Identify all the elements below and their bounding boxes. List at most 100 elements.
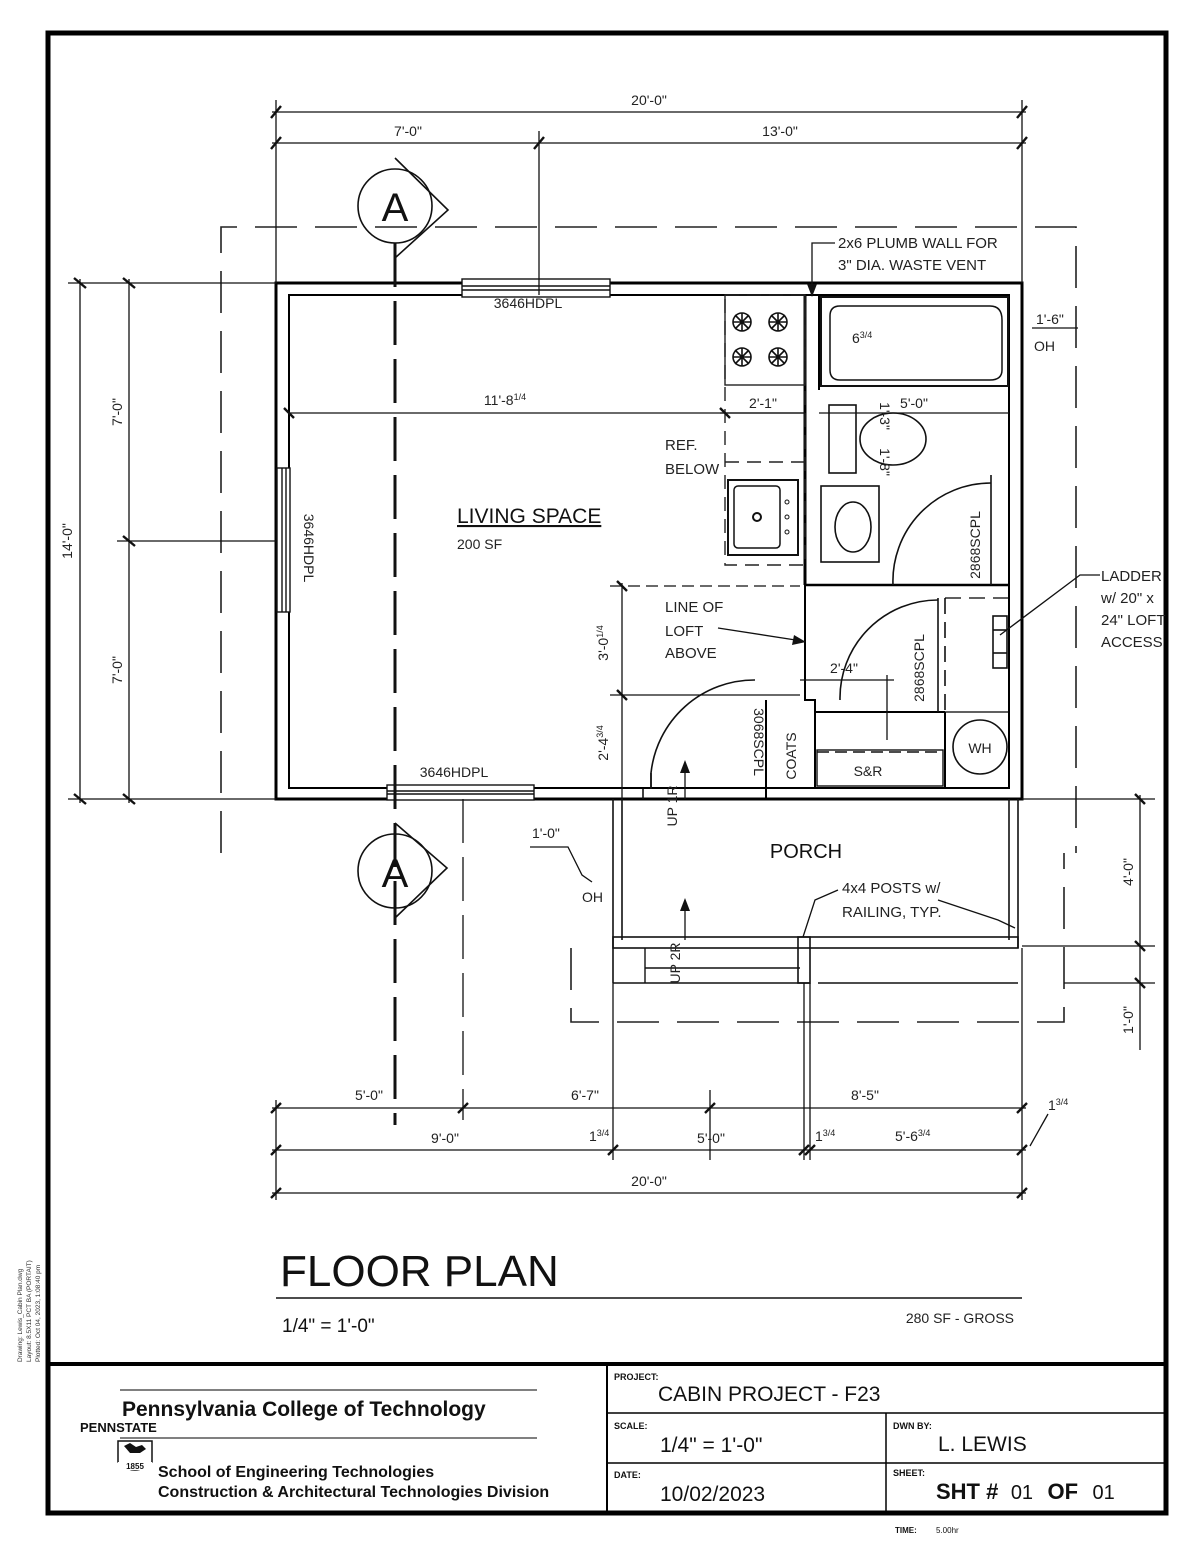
dim-bottom-a1: 5'-0" (355, 1087, 383, 1103)
svg-text:5.00hr: 5.00hr (936, 1526, 959, 1535)
arrowheads (680, 284, 817, 911)
file-info-3: Plotted: Oct 04, 2023, 1:08:40 pm (35, 1265, 42, 1362)
window-bottom-label: 3646HDPL (420, 764, 489, 780)
dim-bottom-a2: 6'-7" (571, 1087, 599, 1103)
label-up-2r: UP 2R (667, 943, 683, 984)
note-ladder-1: LADDER (1101, 568, 1162, 585)
porch-outline (612, 789, 1019, 984)
label-loft-2: LOFT (665, 623, 703, 640)
dim-loft-lower: 2'-43/4 (595, 725, 611, 760)
section-marker-bottom (357, 822, 449, 919)
dim-top-right: 13'-0" (762, 123, 798, 139)
time-stamp: TIME: 5.00hr (895, 1526, 959, 1535)
dim-overhang-porch: 1'-0" (532, 825, 560, 841)
date-caption: DATE: (614, 1470, 641, 1480)
note-ladder-4: ACCESS (1101, 634, 1163, 651)
dim-loft-upper: 3'-01/4 (595, 625, 611, 660)
shelf-rod (816, 749, 944, 787)
label-overhang-porch: OH (582, 889, 603, 905)
svg-text:1855: 1855 (126, 1462, 144, 1471)
door-closet-label: 2868SCPL (911, 634, 927, 702)
dim-corner: 13/4 (1048, 1097, 1068, 1113)
note-posts-1: 4x4 POSTS w/ (842, 880, 941, 897)
dim-bottom-overall: 20'-0" (631, 1173, 667, 1189)
label-ref-2: BELOW (665, 461, 720, 478)
note-plumb-wall-1: 2x6 PLUMB WALL FOR (838, 235, 998, 252)
dim-tub: 63/4 (852, 330, 872, 346)
ladder-icon (992, 615, 1008, 669)
dim-toilet-1: 1'-3" (877, 402, 893, 430)
dim-overhang-side: 1'-6" (1036, 311, 1064, 327)
kitchen-sink-icon (727, 479, 799, 556)
label-loft-3: ABOVE (665, 645, 717, 662)
dim-top-overall: 20'-0" (631, 92, 667, 108)
dim-closet-width: 2'-4" (830, 660, 858, 676)
dim-toilet-2: 1'-8" (877, 448, 893, 476)
windows (276, 278, 611, 801)
range-burners-icon (732, 312, 788, 367)
sheet-border (45, 30, 1169, 1516)
label-overhang-side: OH (1034, 338, 1055, 354)
label-living-space: LIVING SPACE (457, 505, 601, 528)
dim-left-overall: 14'-0" (59, 523, 75, 559)
label-up-1r: UP 1R (664, 786, 680, 827)
drawing-gross-area: 280 SF - GROSS (906, 1310, 1014, 1326)
section-marker-top (357, 157, 450, 259)
window-top-label: 3646HDPL (494, 295, 563, 311)
note-ladder-3: 24" LOFT (1101, 612, 1166, 629)
title-block: Pennsylvania College of Technology PENNS… (80, 1364, 1166, 1513)
project-caption: PROJECT: (614, 1372, 659, 1382)
file-info-1: Drawing: Lewis_Cabin Plan.dwg (17, 1268, 24, 1362)
drawn-by-value: L. LEWIS (938, 1433, 1027, 1456)
dim-bottom-b3: 5'-0" (697, 1130, 725, 1146)
dim-left-lower: 7'-0" (109, 656, 125, 684)
date-value: 10/02/2023 (660, 1483, 765, 1506)
drawing-title: FLOOR PLAN (280, 1247, 559, 1296)
scale-value: 1/4" = 1'-0" (660, 1434, 762, 1457)
division-line-2: Construction & Architectural Technologie… (158, 1484, 549, 1501)
dim-porch-depth: 4'-0" (1120, 858, 1136, 886)
label-porch: PORCH (770, 841, 842, 863)
dim-bottom-b5: 5'-63/4 (895, 1128, 930, 1144)
walls (274, 281, 1024, 801)
note-posts-2: RAILING, TYP. (842, 904, 942, 921)
door-bath-label: 2868SCPL (967, 511, 983, 579)
sheet-caption: SHEET: (893, 1468, 925, 1478)
pennstate-logo-text: PENNSTATE (80, 1420, 157, 1435)
label-living-area: 200 SF (457, 536, 502, 552)
svg-text:TIME:: TIME: (895, 1526, 917, 1535)
dim-left-upper: 7'-0" (109, 398, 125, 426)
dimension-lines (68, 100, 1155, 1200)
note-ladder-2: w/ 20" x (1100, 590, 1154, 607)
door-entry-label: 3068SCPL (751, 708, 767, 776)
file-info-2: Layout: 8.5X11 PCT BA (PORTAIT) (26, 1260, 33, 1362)
drawing-scale-note: 1/4" = 1'-0" (282, 1316, 375, 1337)
bathtub-icon (820, 296, 1009, 387)
division-line-1: School of Engineering Technologies (158, 1464, 434, 1481)
school-name: Pennsylvania College of Technology (122, 1398, 486, 1421)
leader-lines (530, 242, 1100, 1147)
kitchen-counter (724, 294, 806, 566)
scale-caption: SCALE: (614, 1421, 648, 1431)
label-coats: COATS (783, 732, 799, 779)
dim-kitchen-width: 2'-1" (749, 395, 777, 411)
dim-bottom-b4: 13/4 (815, 1128, 835, 1144)
dim-bottom-a3: 8'-5" (851, 1087, 879, 1103)
pennstate-shield-icon: 1855 (117, 1440, 153, 1471)
label-ref-1: REF. (665, 437, 698, 454)
dim-bath-width: 5'-0" (900, 395, 928, 411)
section-label-top: A (382, 186, 409, 230)
drawn-by-caption: DWN BY: (893, 1421, 932, 1431)
dim-porch-step: 1'-0" (1120, 1006, 1136, 1034)
project-value: CABIN PROJECT - F23 (658, 1383, 881, 1406)
note-plumb-wall-2: 3" DIA. WASTE VENT (838, 257, 986, 274)
label-shelf-rod: S&R (854, 763, 883, 779)
vanity-sink-icon (820, 485, 880, 563)
dim-top-left: 7'-0" (394, 123, 422, 139)
dim-bottom-b2: 13/4 (589, 1128, 609, 1144)
window-left-label: 3646HDPL (301, 514, 317, 583)
label-loft-1: LINE OF (665, 599, 723, 616)
water-heater-icon (952, 719, 1008, 775)
roof-outline (220, 226, 1077, 1023)
